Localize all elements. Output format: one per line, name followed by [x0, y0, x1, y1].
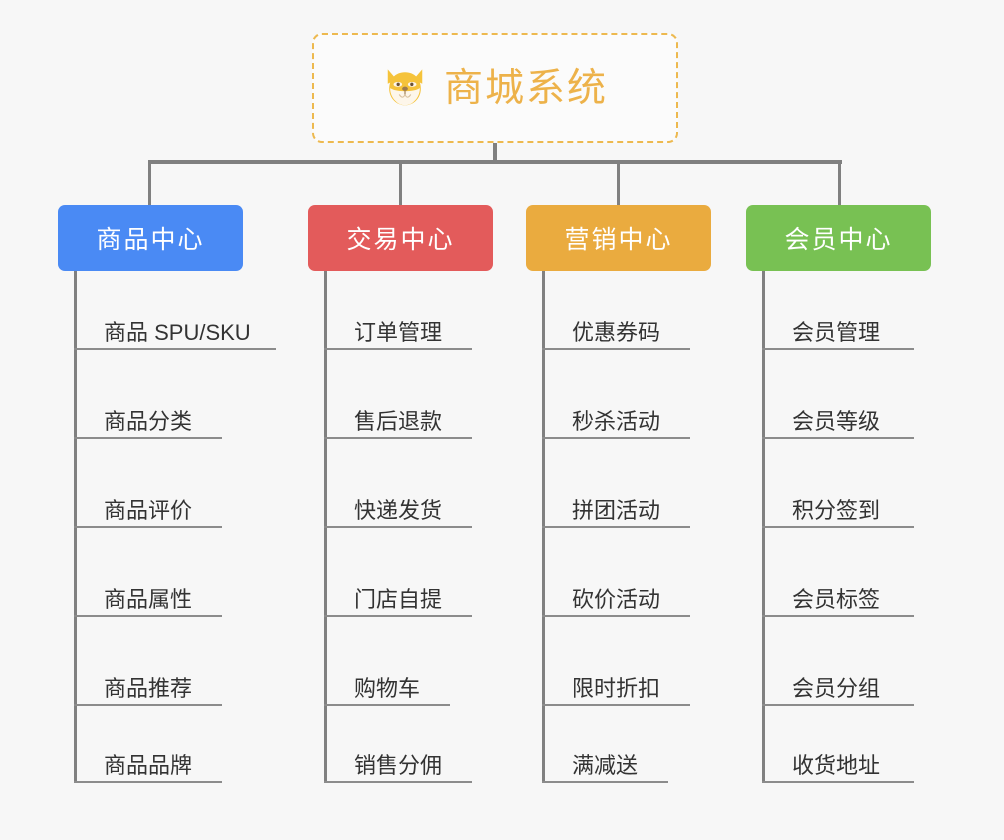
leaf-label: 会员管理: [792, 319, 881, 345]
leaf-rule: [74, 526, 222, 528]
leaf-rule: [324, 615, 472, 617]
leaf-label: 秒杀活动: [572, 408, 661, 434]
leaf-rule: [542, 704, 690, 706]
leaf-label: 商品 SPU/SKU: [104, 319, 251, 345]
drop-connector-3: [617, 160, 620, 207]
leaf-label: 门店自提: [354, 586, 443, 612]
leaf-rule: [74, 437, 222, 439]
leaf-label: 砍价活动: [572, 586, 661, 612]
drop-connector-4: [838, 160, 841, 207]
leaf-label: 商品分类: [104, 408, 193, 434]
category-box-1[interactable]: 商品中心: [58, 205, 243, 271]
category-label-3: 营销中心: [564, 226, 673, 254]
leaf-label: 拼团活动: [572, 497, 661, 523]
leaf-rule: [324, 526, 472, 528]
category-bus-connector: [148, 160, 842, 164]
leaf-label: 商品品牌: [104, 752, 193, 778]
leaf-rule: [74, 781, 222, 783]
leaf-rule: [74, 704, 222, 706]
leaf-label: 商品评价: [104, 497, 193, 523]
leaf-label: 购物车: [354, 675, 421, 701]
drop-connector-2: [399, 160, 402, 207]
root-stem-connector: [493, 143, 497, 163]
shiba-dog-face-icon: [387, 69, 423, 106]
leaf-label: 商品属性: [104, 586, 193, 612]
root-node[interactable]: 商城系统: [312, 33, 678, 143]
leaf-rule: [762, 348, 914, 350]
leaf-rule: [762, 781, 914, 783]
leaf-rule: [542, 615, 690, 617]
leaf-label: 商品推荐: [104, 675, 193, 701]
leaf-label: 优惠券码: [572, 319, 661, 345]
leaf-label: 订单管理: [354, 319, 443, 345]
leaf-rule: [542, 437, 690, 439]
leaf-rule: [324, 704, 450, 706]
category-box-2[interactable]: 交易中心: [308, 205, 493, 271]
leaf-rule: [74, 615, 222, 617]
leaf-rule: [762, 526, 914, 528]
leaf-rule: [762, 437, 914, 439]
leaf-label: 快递发货: [354, 497, 443, 523]
leaf-rule: [324, 781, 472, 783]
category-label-2: 交易中心: [346, 226, 455, 254]
leaf-label: 积分签到: [792, 497, 881, 523]
category-label-1: 商品中心: [96, 226, 205, 254]
category-box-3[interactable]: 营销中心: [526, 205, 711, 271]
leaf-label: 会员分组: [792, 675, 881, 701]
leaf-label: 限时折扣: [572, 675, 661, 701]
leaf-label: 满减送: [572, 752, 639, 778]
leaf-rule: [324, 348, 472, 350]
leaf-rule: [542, 348, 690, 350]
leaf-label: 收货地址: [792, 752, 881, 778]
leaf-label: 售后退款: [354, 408, 443, 434]
leaf-rule: [542, 526, 690, 528]
drop-connector-1: [148, 160, 151, 207]
root-title: 商城系统: [443, 66, 608, 110]
leaf-label: 销售分佣: [354, 752, 443, 778]
leaf-rule: [74, 348, 276, 350]
category-label-4: 会员中心: [784, 226, 893, 254]
leaf-rule: [324, 437, 472, 439]
leaf-label: 会员等级: [792, 408, 881, 434]
leaf-rule: [762, 704, 914, 706]
leaf-rule: [762, 615, 914, 617]
leaf-label: 会员标签: [792, 586, 881, 612]
leaf-rule: [542, 781, 668, 783]
category-box-4[interactable]: 会员中心: [746, 205, 931, 271]
